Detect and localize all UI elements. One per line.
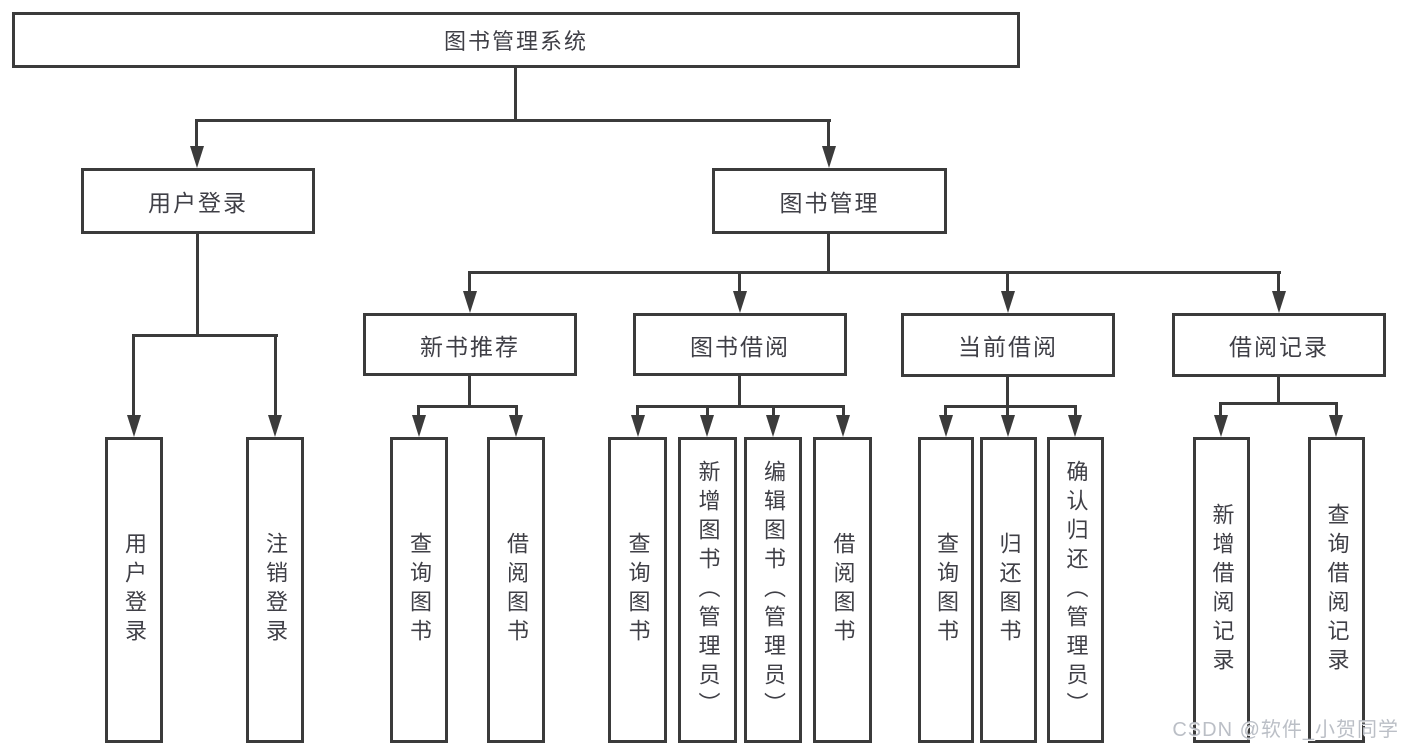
connector-line [195,119,198,148]
arrow-down-icon [509,415,523,437]
connector-line [1219,402,1222,418]
arrow-down-icon [836,415,850,437]
connector-line [417,405,518,408]
connector-line [195,119,831,122]
leaf-query-books-current: 查询图书 [918,437,974,743]
connector-line [468,271,471,295]
connector-line [417,405,420,418]
connector-line [132,334,135,417]
leaf-borrow-books: 借阅图书 [813,437,872,743]
arrow-down-icon [1001,291,1015,313]
watermark: CSDN @软件_小贺同学 [1172,719,1399,741]
arrow-down-icon [190,146,204,168]
leaf-borrow-books-recommend: 借阅图书 [487,437,545,743]
arrow-down-icon [127,415,141,437]
node-label: 新增借阅记录 [1209,503,1235,677]
connector-line [1006,376,1009,408]
node-label: 图书管理系统 [443,29,588,54]
node-label: 新书推荐 [420,333,520,360]
connector-line [1219,402,1338,405]
node-label: 注销登录 [263,532,288,648]
arrow-down-icon [463,291,477,313]
arrow-down-icon [1214,415,1228,437]
node-label: 确认归还（管理员） [1063,459,1089,721]
connector-line [468,376,471,408]
connector-line [738,271,741,295]
connector-line [1335,402,1338,418]
node-label: 图书借阅 [690,333,790,360]
node-label: 新增图书（管理员） [695,459,721,721]
connector-line [636,405,639,418]
leaf-edit-book-admin: 编辑图书（管理员） [744,437,802,743]
node-label: 当前借阅 [958,334,1058,360]
leaf-user-login: 用户登录 [105,437,163,743]
connector-line [944,405,1077,408]
leaf-query-borrow-record: 查询借阅记录 [1308,437,1365,743]
arrow-down-icon [1068,415,1082,437]
connector-line [514,68,517,121]
node-user-login: 用户登录 [81,168,315,234]
arrow-down-icon [1001,415,1015,437]
arrow-down-icon [412,415,426,437]
node-label: 查询图书 [934,532,959,648]
node-label: 借阅图书 [504,532,529,648]
arrow-down-icon [631,415,645,437]
arrow-down-icon [268,415,282,437]
arrow-down-icon [733,291,747,313]
connector-line [132,334,278,337]
leaf-query-books-borrow: 查询图书 [608,437,667,743]
node-label: 用户登录 [148,190,248,216]
node-book-management: 图书管理 [712,168,947,234]
node-label: 借阅记录 [1229,334,1329,360]
leaf-logout: 注销登录 [246,437,304,743]
node-book-borrowing: 图书借阅 [633,313,847,376]
connector-line [1074,405,1077,418]
leaf-add-book-admin: 新增图书（管理员） [678,437,737,743]
connector-line [738,376,741,408]
arrow-down-icon [766,415,780,437]
connector-line [772,405,775,418]
node-borrowing-records: 借阅记录 [1172,313,1386,377]
connector-line [274,334,277,417]
arrow-down-icon [1272,291,1286,313]
node-library-management-system: 图书管理系统 [12,12,1020,68]
connector-line [706,405,709,418]
node-label: 归还图书 [996,532,1022,648]
connector-line [636,405,845,408]
leaf-confirm-return-admin: 确认归还（管理员） [1047,437,1104,743]
connector-line [842,405,845,418]
arrow-down-icon [700,415,714,437]
connector-line [196,234,199,337]
connector-line [468,271,1281,274]
leaf-add-borrow-record: 新增借阅记录 [1193,437,1250,743]
node-label: 用户登录 [122,532,147,648]
leaf-query-books-recommend: 查询图书 [390,437,448,743]
node-label: 借阅图书 [830,532,856,648]
connector-line [515,405,518,418]
arrow-down-icon [939,415,953,437]
node-label: 图书管理 [779,190,880,216]
node-current-borrowing: 当前借阅 [901,313,1115,377]
connector-line [827,234,830,274]
node-new-book-recommend: 新书推荐 [363,313,577,376]
node-label: 查询借阅记录 [1324,503,1350,677]
node-label: 编辑图书（管理员） [761,459,786,721]
connector-line [1277,271,1280,295]
connector-line [827,119,830,148]
connector-line [944,405,947,418]
connector-line [1006,405,1009,418]
arrow-down-icon [1329,415,1343,437]
node-label: 查询图书 [625,532,651,648]
leaf-return-books: 归还图书 [980,437,1037,743]
node-label: 查询图书 [407,532,432,648]
connector-line [1277,376,1280,405]
arrow-down-icon [822,146,836,168]
connector-line [1006,271,1009,295]
